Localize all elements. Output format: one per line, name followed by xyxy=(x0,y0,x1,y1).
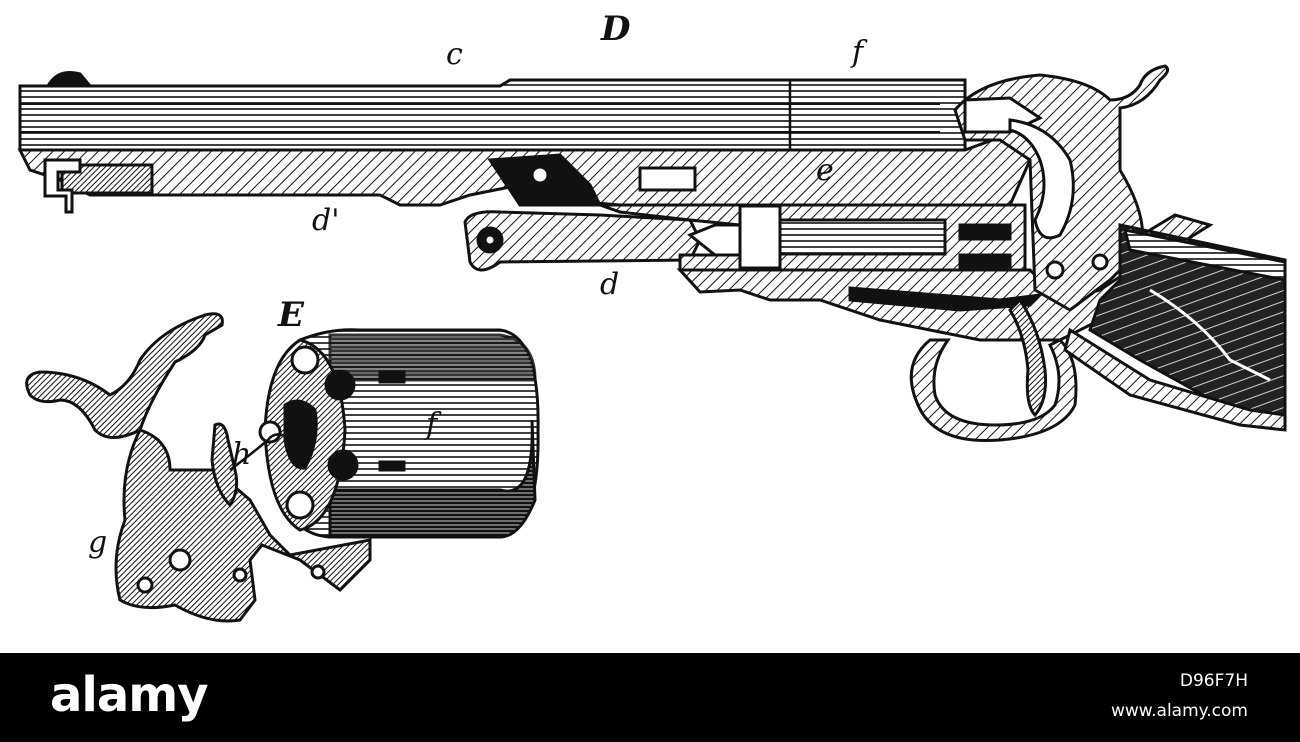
image-id: D96F7H xyxy=(1179,671,1248,691)
label-d-prime: d' xyxy=(312,203,340,238)
front-sight xyxy=(45,71,94,88)
hand xyxy=(210,422,239,508)
label-e: e xyxy=(816,153,834,188)
hammer-spur xyxy=(25,312,224,439)
watermark-bar: alamy D96F7H www.alamy.com xyxy=(0,653,1300,742)
label-d: d xyxy=(600,267,620,302)
label-g: g xyxy=(88,525,108,560)
label-E: E xyxy=(278,295,304,335)
site-url: www.alamy.com xyxy=(1110,701,1248,721)
brand-logo: alamy xyxy=(50,667,209,723)
trigger xyxy=(1008,297,1047,418)
diagram-svg xyxy=(17,64,1287,623)
cylinder-hammer-detail xyxy=(25,312,540,623)
label-c: c xyxy=(446,37,463,72)
revolver-side-section xyxy=(17,64,1287,443)
cylinder-stop xyxy=(738,204,782,270)
revolver-diagram: D E c f e d' d f h g xyxy=(17,9,1287,623)
grip xyxy=(1088,223,1287,422)
label-f-barrel: f xyxy=(852,35,864,70)
trigger-guard xyxy=(909,338,1078,443)
label-D: D xyxy=(601,9,631,49)
barrel xyxy=(18,78,967,152)
label-h: h xyxy=(232,437,252,472)
label-f-cylinder: f xyxy=(426,407,438,442)
